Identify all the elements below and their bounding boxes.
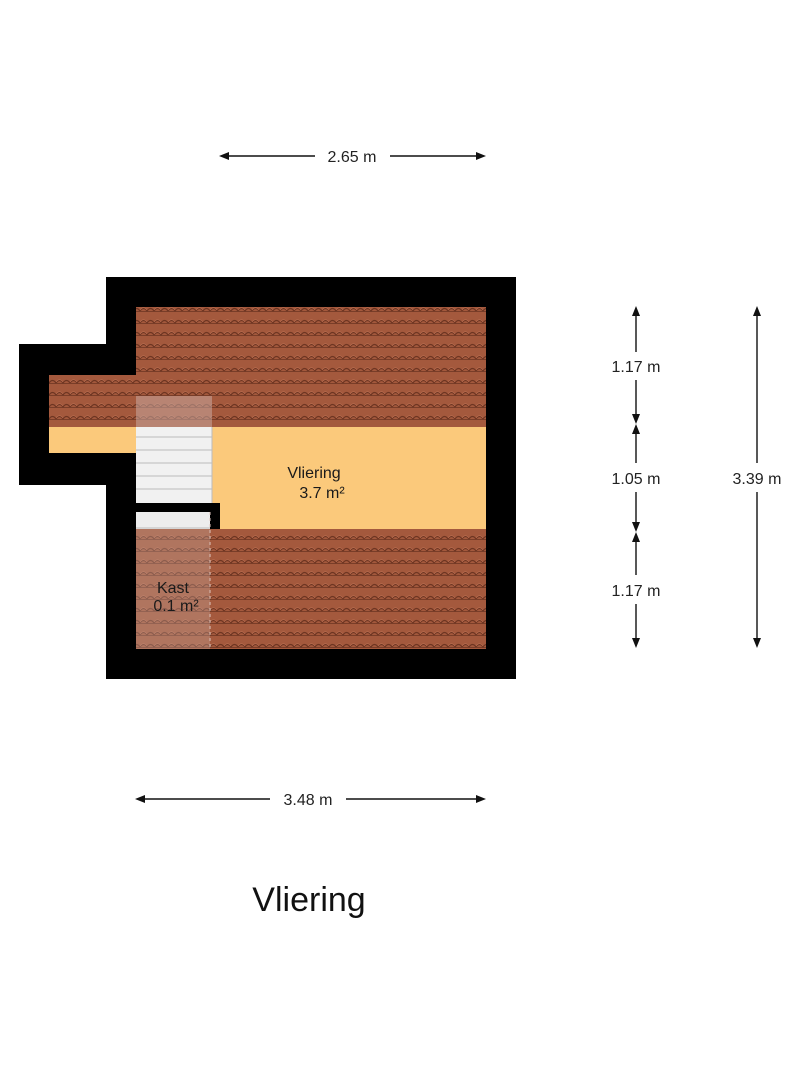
dim-right-segment-1: 1.17 m <box>612 359 661 376</box>
arrow-down-icon <box>632 638 640 648</box>
room-labels: Vliering 3.7 m² Kast 0.1 m² <box>153 465 345 615</box>
arrow-down-icon <box>632 414 640 424</box>
dim-right-segment-3: 1.17 m <box>612 583 661 600</box>
arrow-right-icon <box>476 152 486 160</box>
dimension-labels: 2.65 m 3.48 m 1.17 m 1.05 m 1.17 m 3.39 … <box>284 149 782 809</box>
dimension-lines <box>135 152 761 803</box>
inner-wall <box>136 503 220 512</box>
arrow-up-icon <box>753 306 761 316</box>
arrow-left-icon <box>135 795 145 803</box>
roof-areas <box>49 307 486 649</box>
arrow-up-icon <box>632 424 640 434</box>
room-area-kast: 0.1 m² <box>153 598 199 615</box>
dim-top-width: 2.65 m <box>328 149 377 166</box>
room-name-kast: Kast <box>157 580 190 597</box>
dim-right-segment-2: 1.05 m <box>612 471 661 488</box>
roof-bottom <box>136 529 486 649</box>
closet-wall <box>136 503 220 650</box>
closet-area <box>136 529 210 649</box>
floor-title: Vliering <box>252 881 365 919</box>
floor-main <box>212 427 486 529</box>
dim-right-total: 3.39 m <box>733 471 782 488</box>
arrow-down-icon <box>632 522 640 532</box>
arrow-up-icon <box>632 306 640 316</box>
inner-wall-post <box>211 503 220 529</box>
staircase-icon <box>136 396 213 503</box>
room-area-vliering: 3.7 m² <box>299 485 345 502</box>
arrow-down-icon <box>753 638 761 648</box>
arrow-left-icon <box>219 152 229 160</box>
dim-bottom-width: 3.48 m <box>284 792 333 809</box>
arrow-up-icon <box>632 532 640 542</box>
roof-left-extension <box>49 375 139 427</box>
room-name-vliering: Vliering <box>287 465 340 482</box>
arrow-right-icon <box>476 795 486 803</box>
closet-shelf <box>136 512 210 529</box>
attic-floor <box>49 427 486 529</box>
